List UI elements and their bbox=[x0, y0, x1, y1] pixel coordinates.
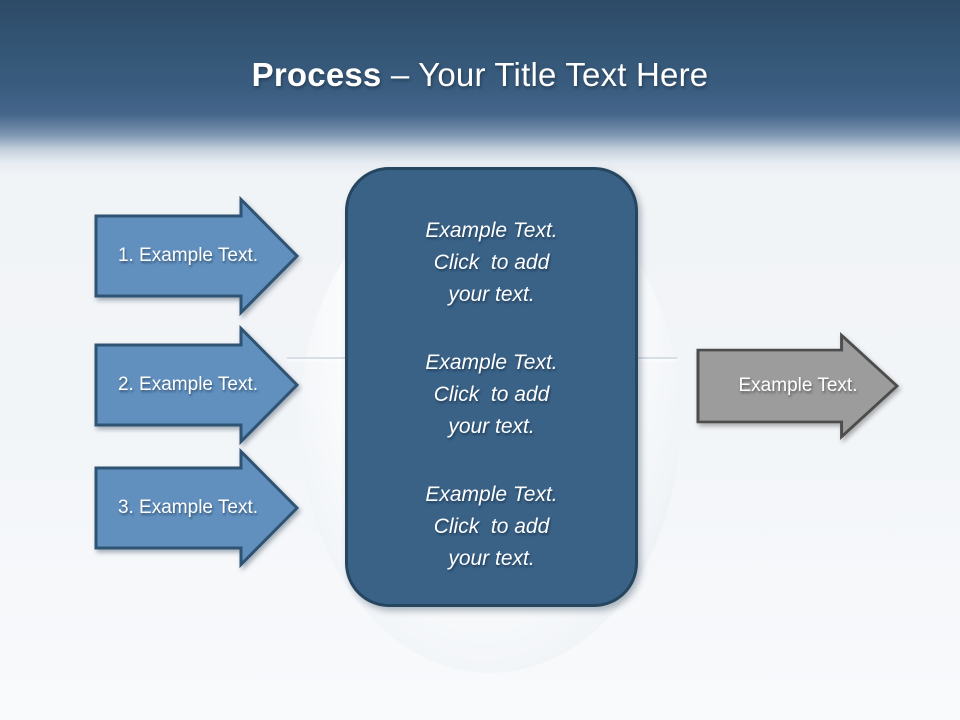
placeholder-text-1[interactable]: Example Text. Click to add your text. bbox=[425, 219, 558, 306]
process-arrow-1-shape[interactable] bbox=[94, 195, 300, 317]
slide-title[interactable]: Process – Your Title Text Here bbox=[0, 54, 960, 96]
center-process-box[interactable]: Example Text. Click to add your text. Ex… bbox=[345, 167, 638, 607]
placeholder-text-2[interactable]: Example Text. Click to add your text. bbox=[425, 351, 558, 438]
placeholder-text-3[interactable]: Example Text. Click to add your text. bbox=[425, 483, 558, 570]
slide-title-rest: – Your Title Text Here bbox=[381, 56, 709, 93]
process-arrow-2-shape[interactable] bbox=[94, 324, 300, 446]
process-arrow-3-shape[interactable] bbox=[94, 447, 300, 569]
output-arrow-shape[interactable] bbox=[696, 331, 900, 441]
slide-title-emphasis: Process bbox=[251, 56, 382, 93]
